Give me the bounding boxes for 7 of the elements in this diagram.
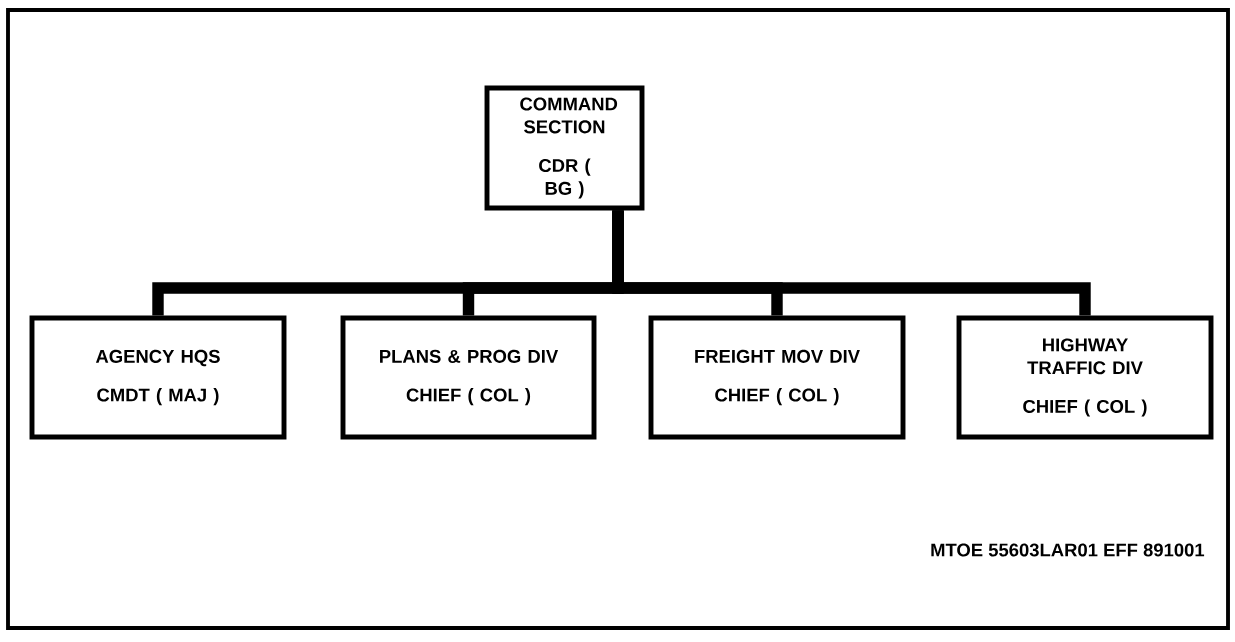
org-box: HIGHWAY TRAFFIC DIV CHIEF ( COL ) <box>956 315 1214 440</box>
form-reference: MTOE 55603LAR01 EFF 891001 <box>931 543 1205 557</box>
org-box: FREIGHT MOV DIV CHIEF ( COL ) <box>648 315 906 440</box>
connector-line <box>612 210 1091 316</box>
org-box: AGENCY HQS CMDT ( MAJ ) <box>29 315 287 440</box>
org-box: PLANS & PROG DIV CHIEF ( COL ) <box>340 315 597 440</box>
org-box: COMMAND SECTION CDR ( BG ) <box>484 85 645 211</box>
